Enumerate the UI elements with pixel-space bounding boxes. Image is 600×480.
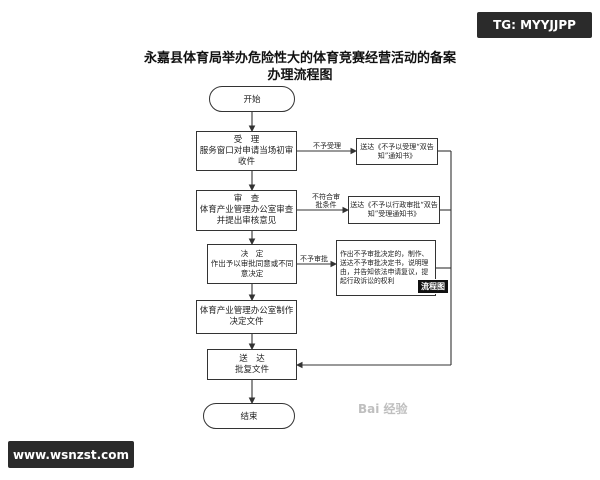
baidu-jingyan-watermark: Bai 经验 [358,402,408,416]
diagram-title-line2: 办理流程图 [267,68,333,83]
noncompliant-notice-box: 送达《不予以行政审批“双告知”受理通知书》 [348,196,440,224]
deliver-step-title: 送 达 [239,353,265,364]
accept-step-title: 受 理 [233,134,260,145]
end-label: 结束 [240,412,258,422]
accept-step-box: 受 理 服务窗口对申请当场初审收件 [196,131,297,171]
reject-accept-edge-label: 不予受理 [313,142,341,150]
deliver-step-body: 批复文件 [234,364,269,375]
accept-step-body: 服务窗口对申请当场初审收件 [199,145,294,167]
noncompliant-notice-text: 送达《不予以行政审批“双告知”受理通知书》 [350,201,438,218]
telegram-watermark-badge: TG: MYYJJPP [477,12,592,38]
review-step-box: 审 查 体育产业管理办公室审查并提出审核意见 [196,190,297,231]
produce-document-step-box: 体育产业管理办公室制作决定文件 [196,300,297,334]
start-terminal: 开始 [209,86,295,112]
start-label: 开始 [243,95,261,105]
flowchart-tag: 流程图 [417,279,449,294]
website-watermark-badge: www.wsnzst.com [8,441,134,468]
deny-decision-notice-text: 作出不予审批决定的，制作、送达不予审批决定书，说明理由，并告知依法申请复议，提起… [340,250,429,285]
decide-step-body: 作出予以审批同意或不同意决定 [210,259,294,278]
noncompliant-edge-label: 不符合审批条件 [312,193,340,209]
decide-step-box: 决 定 作出予以审批同意或不同意决定 [207,244,297,284]
decide-step-title: 决 定 [240,249,264,258]
deny-edge-label: 不予审批 [300,255,328,263]
produce-document-step-body: 体育产业管理办公室制作决定文件 [199,306,294,327]
review-step-body: 体育产业管理办公室审查并提出审核意见 [199,205,294,226]
review-step-title: 审 查 [233,194,260,204]
end-terminal: 结束 [203,403,295,429]
deliver-step-box: 送 达 批复文件 [207,349,297,380]
diagram-title-line1: 永嘉县体育局举办危险性大的体育竞赛经营活动的备案 [143,51,456,66]
reject-accept-notice-text: 送达《不予以受理“双告知”通知书》 [360,142,434,160]
reject-accept-notice-box: 送达《不予以受理“双告知”通知书》 [356,138,438,165]
